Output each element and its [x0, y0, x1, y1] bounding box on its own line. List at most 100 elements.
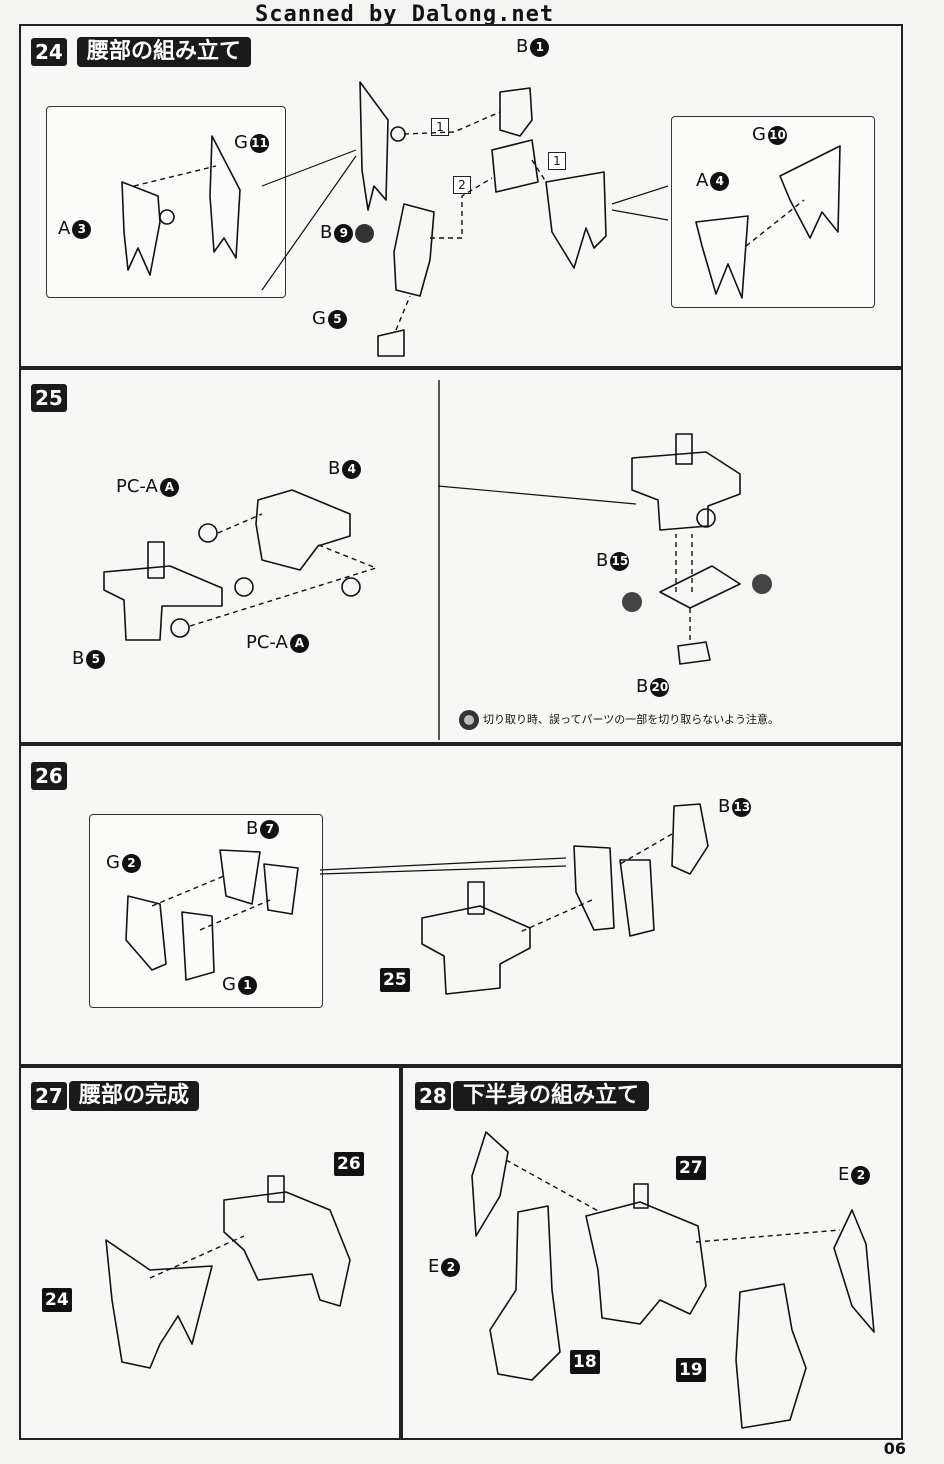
- front-skirt-drawing: [105, 1239, 213, 1369]
- order-marker: 2: [453, 176, 471, 194]
- cut-caution-icon: [355, 223, 375, 243]
- guide-b1-right: [531, 159, 547, 183]
- callout-line: [319, 857, 567, 875]
- part-e2-left-drawing: [471, 1131, 509, 1237]
- order-marker: 1: [431, 118, 449, 136]
- part-letter: G: [222, 974, 236, 995]
- part-number: 1: [237, 975, 257, 995]
- part-number: 13: [732, 797, 752, 817]
- part-a3-peg: [159, 209, 175, 225]
- guide-g2-b7: [151, 875, 225, 907]
- scan-banner: Scanned by Dalong.net: [255, 2, 555, 27]
- part-a4-drawing: [695, 215, 749, 299]
- part-letter: B: [636, 676, 649, 697]
- part-letter: E: [838, 1164, 850, 1185]
- guide-b5-b4: [189, 543, 379, 627]
- callout-line: [611, 185, 669, 221]
- step-24-number: 24: [31, 38, 67, 66]
- part-e2-right-drawing: [833, 1209, 875, 1333]
- step-ref-27: 27: [676, 1156, 706, 1180]
- part-b15-drawing: [659, 565, 741, 609]
- part-a3-drawing: [121, 181, 161, 276]
- step-28-number: 28: [415, 1082, 451, 1110]
- part-number: 2: [851, 1165, 871, 1185]
- guide-a3-g11: [133, 165, 217, 187]
- part-letter: B: [320, 222, 333, 243]
- part-b4-drawing: [255, 489, 351, 571]
- part-letter: B: [516, 36, 529, 57]
- part-g10-drawing: [779, 145, 841, 239]
- step-27-panel: 27 腰部の完成: [19, 1066, 401, 1440]
- step-24-right-inset: [671, 116, 875, 308]
- caution-marker-left: [622, 592, 642, 612]
- part-letter: G: [234, 132, 248, 153]
- part-g1-drawing: [181, 911, 215, 981]
- poly-cap-1: [198, 523, 218, 543]
- step-24-title: 腰部の組み立て: [77, 37, 252, 67]
- part-letter: B: [72, 648, 85, 669]
- step-27-title: 腰部の完成: [69, 1081, 200, 1111]
- step-ref-19: 19: [676, 1358, 706, 1382]
- leg-part-19-drawing: [735, 1283, 807, 1429]
- guide-g1-b7: [199, 899, 271, 931]
- step-25-number: 25: [31, 384, 67, 412]
- step-ref-24: 24: [42, 1288, 72, 1312]
- step-27-number: 27: [31, 1082, 67, 1110]
- waist-28-drawing: [585, 1201, 707, 1325]
- part-number: 3: [72, 219, 92, 239]
- part-letter: A: [696, 170, 709, 191]
- part-number: 11: [249, 133, 269, 153]
- part-letter: PC-A: [116, 476, 158, 497]
- part-g2-drawing: [125, 895, 167, 971]
- guide-27: [149, 1235, 245, 1279]
- step-ref-26: 26: [334, 1152, 364, 1176]
- part-number: 5: [327, 309, 347, 329]
- part-number: 7: [260, 819, 280, 839]
- part-g11-drawing: [209, 135, 241, 259]
- step-28-title: 下半身の組み立て: [453, 1081, 650, 1111]
- part-letter: E: [428, 1256, 440, 1277]
- cut-caution-icon: [459, 710, 479, 730]
- order-marker: 1: [548, 152, 566, 170]
- step-24-main-part: [359, 81, 389, 211]
- part-letter: G: [106, 852, 120, 873]
- leg-part-18-drawing: [489, 1205, 561, 1381]
- part-number: 9: [334, 223, 354, 243]
- part-number: A: [159, 477, 179, 497]
- part-b5-drawing: [103, 565, 223, 641]
- part-letter: B: [718, 796, 731, 817]
- guide-28-right: [695, 1229, 841, 1243]
- part-b20-drawing: [677, 641, 711, 665]
- cut-warning-note: 切り取り時、誤ってパーツの一部を切り取らないよう注意。: [459, 710, 779, 730]
- step-ref-18: 18: [570, 1350, 600, 1374]
- part-b1-drawing: [499, 87, 533, 137]
- part-b7-drawing: [219, 849, 261, 905]
- guide-b15-up: [675, 534, 693, 592]
- step-24-right-part: [545, 171, 607, 269]
- poly-cap-3: [341, 577, 361, 597]
- guide-main-b1: [403, 111, 501, 135]
- part-number: A: [289, 633, 309, 653]
- part-number: 4: [342, 459, 362, 479]
- guide-g5-b9: [395, 295, 411, 331]
- guide-b9-b1: [430, 177, 493, 239]
- part-number: 5: [86, 649, 106, 669]
- part-number: 20: [650, 677, 670, 697]
- part-letter: B: [596, 550, 609, 571]
- waist-assembly-26-drawing: [421, 905, 531, 995]
- part-number: 15: [610, 551, 630, 571]
- step-24-left-inset: [46, 106, 286, 298]
- callout-line: [437, 485, 637, 505]
- part-g5-drawing: [377, 329, 405, 357]
- part-b1-lower-drawing: [491, 139, 539, 193]
